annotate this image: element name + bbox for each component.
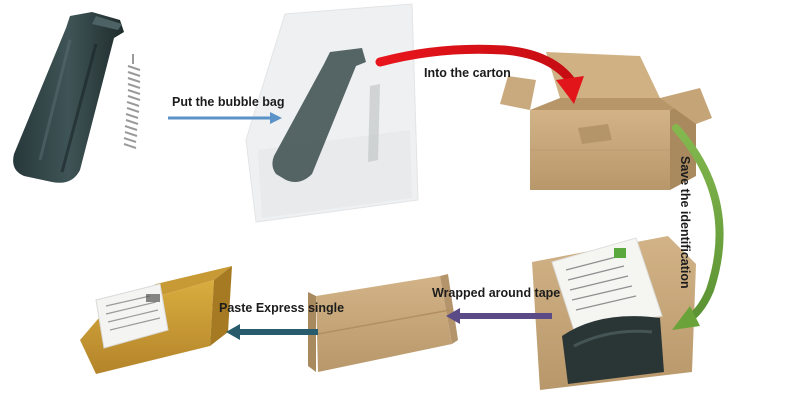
arrow-into-carton (375, 44, 584, 104)
sealed-carton-image (308, 274, 458, 372)
open-carton-image (500, 52, 712, 190)
arrow-paste-express (226, 324, 318, 340)
arrow-bubble-bag (168, 112, 282, 124)
step-label-paste-express: Paste Express single (219, 301, 345, 315)
step-label-into-carton: Into the carton (424, 66, 511, 80)
express-box-image (80, 266, 232, 374)
arrow-save-identification (672, 124, 724, 330)
labelled-carton-image (532, 236, 696, 390)
step-label-bubble-bag: Put the bubble bag (172, 95, 285, 109)
spring-image (123, 54, 141, 149)
step-label-wrapped-tape: Wrapped around tape (432, 286, 561, 300)
arrow-wrapped-tape (446, 308, 552, 324)
plastic-part-image (13, 12, 124, 183)
step-label-save-identification: Save the identification (678, 156, 692, 289)
